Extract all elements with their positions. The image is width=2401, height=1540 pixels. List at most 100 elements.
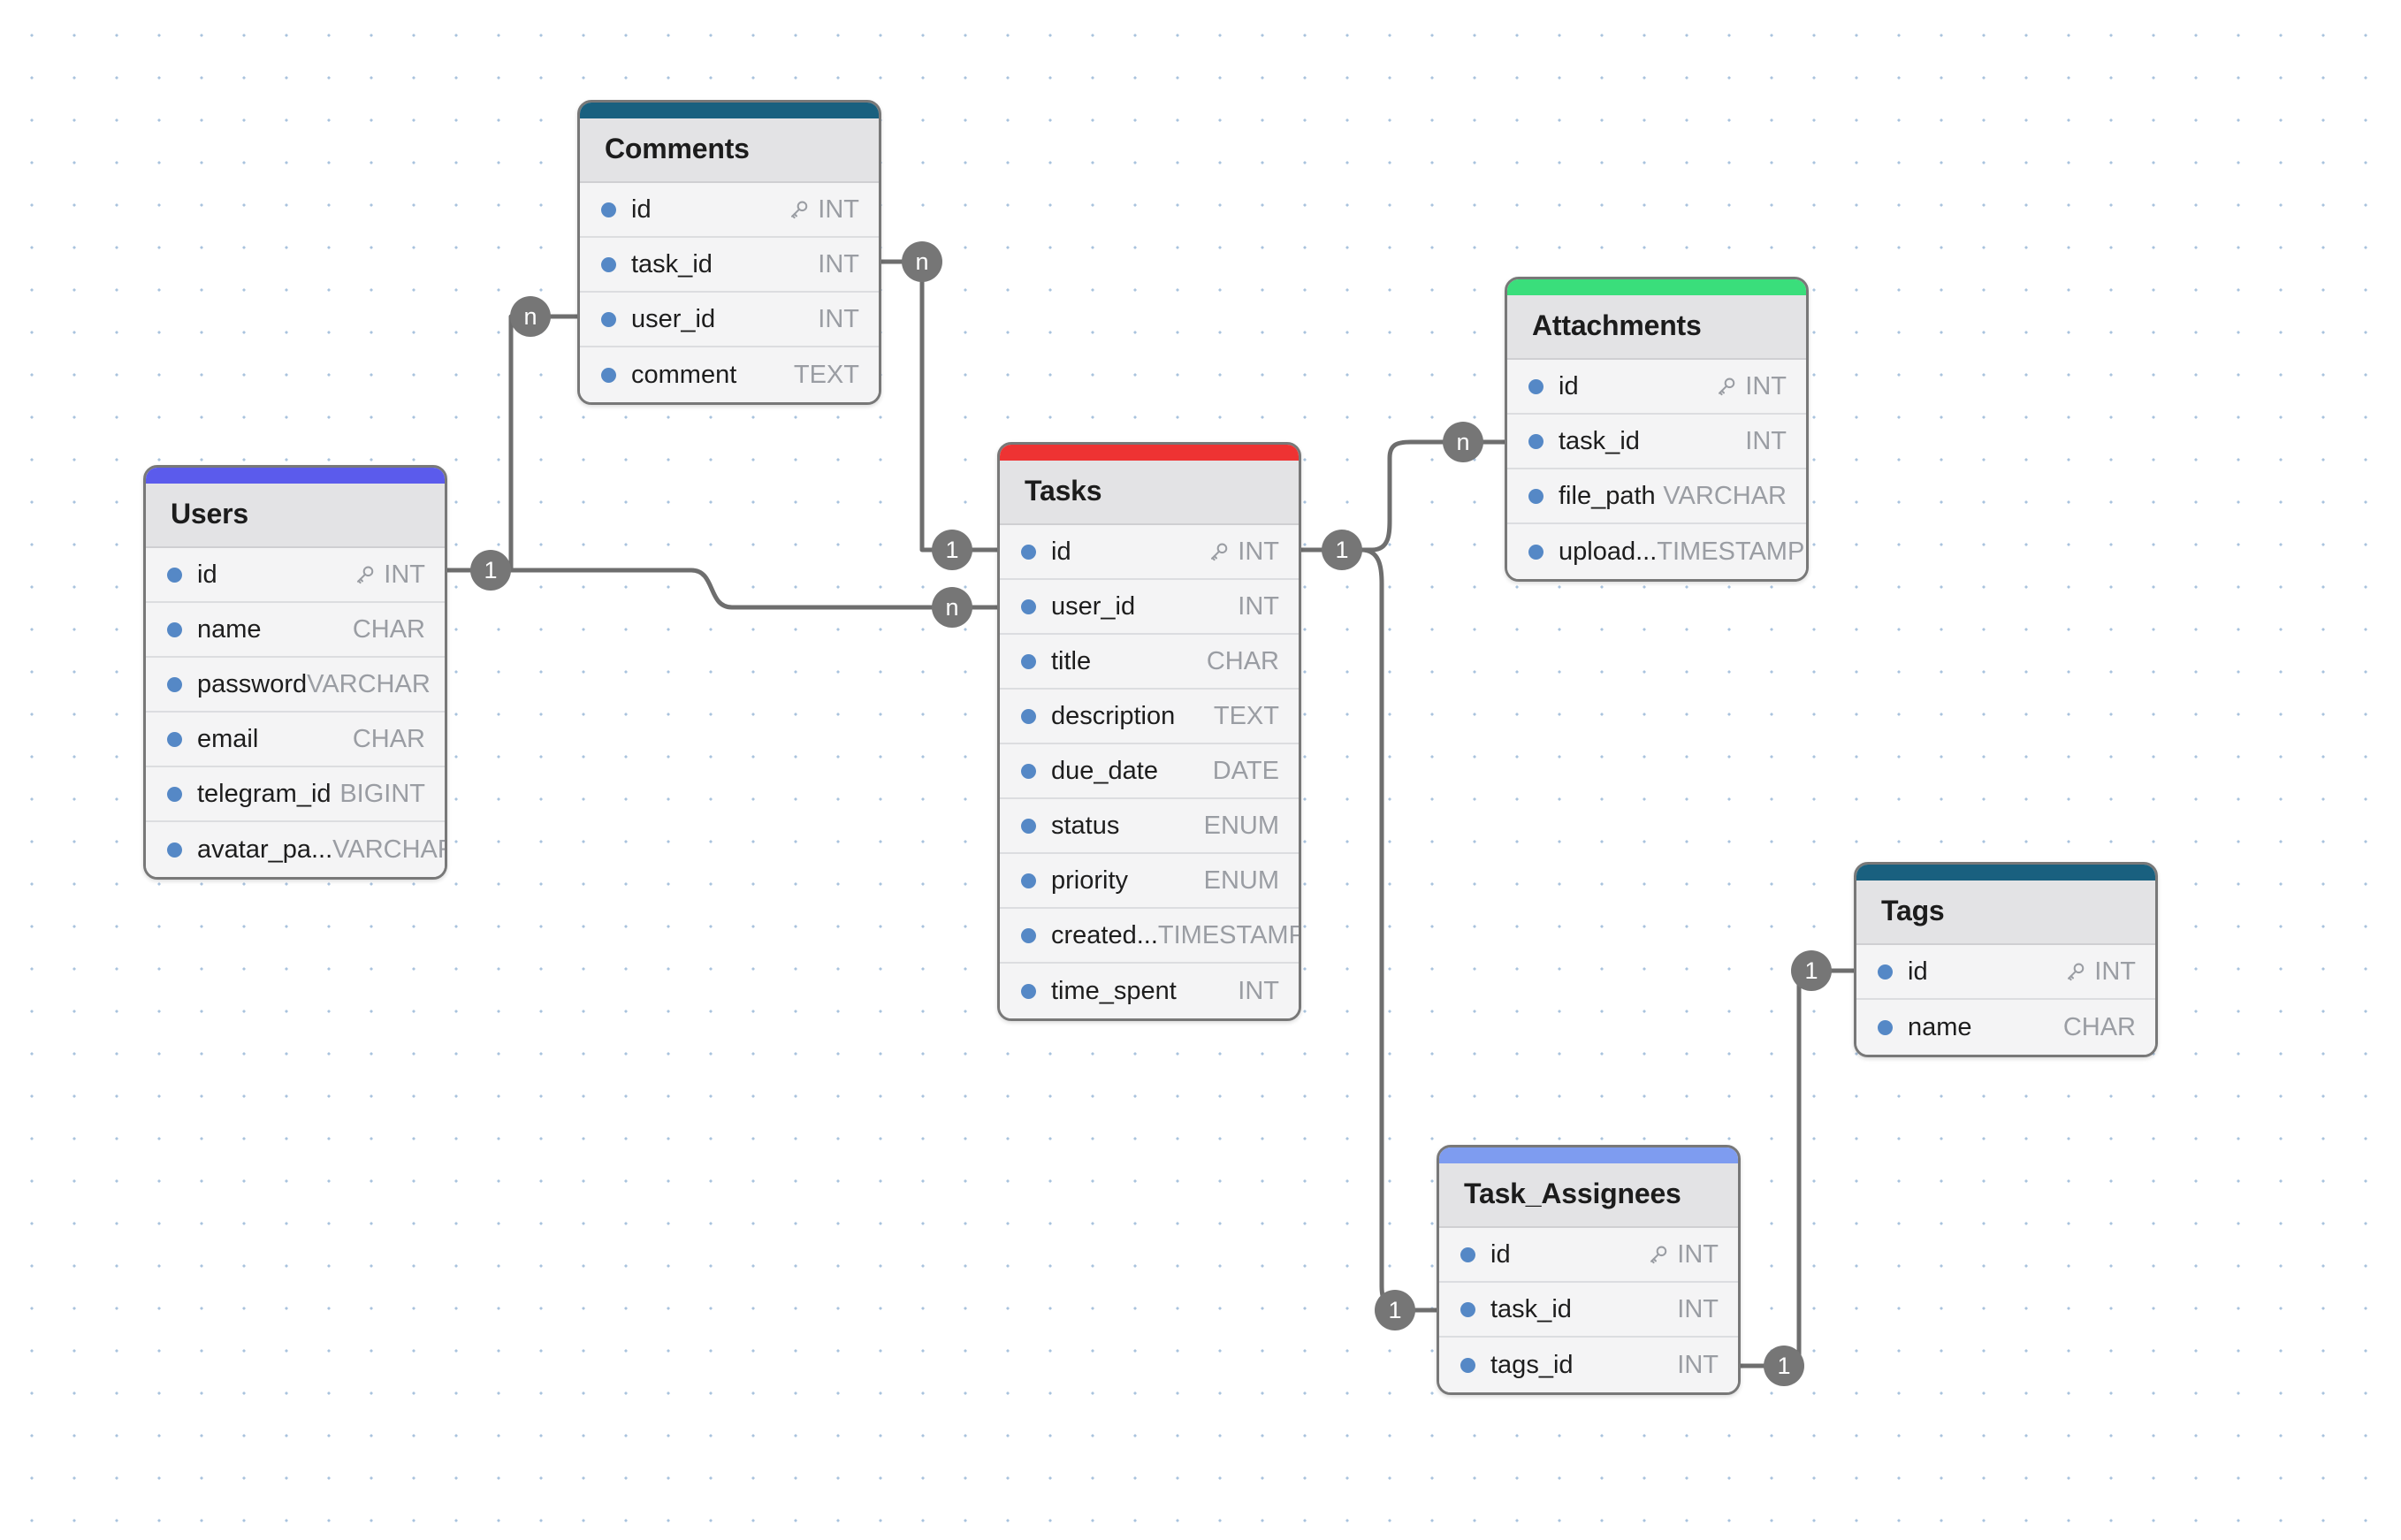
column-bullet-icon — [1878, 964, 1893, 980]
column-name: upload... — [1559, 537, 1658, 566]
cardinality-badge[interactable]: n — [1443, 422, 1483, 462]
relationship-edge[interactable] — [879, 259, 1000, 553]
cardinality-badge[interactable]: n — [510, 296, 551, 337]
column-name: name — [1908, 1012, 1972, 1041]
column-meta: INT — [2064, 957, 2136, 987]
column-name: task_id — [1559, 426, 1640, 455]
cardinality-badge[interactable]: 1 — [1764, 1346, 1804, 1386]
column-type: INT — [1745, 371, 1787, 400]
column-type: DATE — [1212, 756, 1279, 785]
relationship-edge[interactable] — [1738, 968, 1856, 1368]
column-meta: INT — [1647, 1240, 1719, 1269]
cardinality-badge[interactable]: 1 — [470, 550, 511, 591]
column-meta: INT — [818, 305, 859, 334]
column-bullet-icon — [1021, 927, 1036, 943]
column-name: description — [1051, 701, 1176, 730]
table-row[interactable]: tags_id INT — [1439, 1338, 1738, 1392]
column-name: telegram_id — [197, 779, 332, 808]
column-bullet-icon — [1021, 983, 1036, 999]
table-row[interactable]: id INT — [1507, 360, 1806, 415]
column-name: password — [197, 669, 308, 698]
column-name: id — [197, 560, 217, 589]
column-meta: CHAR — [353, 725, 425, 754]
primary-key-icon — [357, 566, 374, 584]
column-type: INT — [1745, 426, 1787, 455]
column-type: VARCHAR — [307, 669, 431, 698]
column-name: id — [1051, 537, 1071, 566]
column-type: TEXT — [793, 360, 859, 389]
column-bullet-icon — [1021, 708, 1036, 724]
column-bullet-icon — [1021, 544, 1036, 560]
cardinality-badge[interactable]: 1 — [1322, 530, 1362, 570]
column-meta: INT — [1677, 1351, 1719, 1380]
table-row[interactable]: title CHAR — [1000, 635, 1299, 690]
table-accent-bar — [1439, 1147, 1738, 1163]
column-name: comment — [631, 360, 737, 389]
column-meta: INT — [818, 250, 859, 279]
cardinality-badge[interactable]: n — [932, 587, 972, 628]
table-row[interactable]: task_id INT — [1507, 415, 1806, 469]
column-type: VARCHAR — [1663, 481, 1787, 510]
column-name: file_path — [1559, 481, 1656, 510]
column-type: TIMESTAMP — [1657, 537, 1805, 566]
cardinality-badge[interactable]: 1 — [1791, 950, 1832, 991]
table-row[interactable]: id INT — [1439, 1228, 1738, 1283]
column-name: title — [1051, 646, 1092, 675]
table-title: Users — [146, 484, 445, 548]
column-meta: TIMESTAMP — [1158, 921, 1299, 950]
relationship-edge[interactable] — [445, 314, 580, 573]
column-name: time_spent — [1051, 976, 1177, 1005]
table-title: Comments — [580, 118, 879, 183]
table-title: Tags — [1856, 881, 2155, 945]
table-row[interactable]: task_id INT — [580, 238, 879, 293]
column-name: task_id — [631, 249, 713, 278]
relationship-edge[interactable] — [1299, 547, 1439, 1313]
column-name: id — [631, 194, 652, 224]
relationship-edge[interactable] — [445, 568, 1000, 610]
column-name: user_id — [1051, 591, 1136, 621]
column-bullet-icon — [167, 567, 182, 583]
cardinality-badge[interactable]: n — [902, 241, 942, 282]
column-type: INT — [818, 304, 859, 333]
column-meta: CHAR — [1207, 647, 1279, 676]
column-type: INT — [384, 560, 425, 589]
table-row[interactable]: id INT — [580, 183, 879, 238]
table-row[interactable]: id INT — [1856, 945, 2155, 1000]
cardinality-badge[interactable]: 1 — [932, 530, 972, 570]
table-row[interactable]: id INT — [146, 548, 445, 603]
table-row[interactable]: id INT — [1000, 525, 1299, 580]
column-name: id — [1908, 957, 1928, 986]
column-name: avatar_pa... — [197, 835, 333, 864]
table-row[interactable]: upload...TIMESTAMP — [1507, 524, 1806, 579]
table-row[interactable]: comment TEXT — [580, 347, 879, 402]
column-name: created... — [1051, 920, 1158, 949]
table-row[interactable]: created...TIMESTAMP — [1000, 909, 1299, 964]
column-type: INT — [2094, 957, 2136, 986]
cardinality-badge[interactable]: 1 — [1375, 1290, 1415, 1330]
primary-key-icon — [1719, 377, 1735, 396]
table-row[interactable]: avatar_pa...VARCHAR — [146, 822, 445, 877]
column-name: name — [197, 614, 262, 644]
column-name: tags_id — [1490, 1350, 1574, 1379]
